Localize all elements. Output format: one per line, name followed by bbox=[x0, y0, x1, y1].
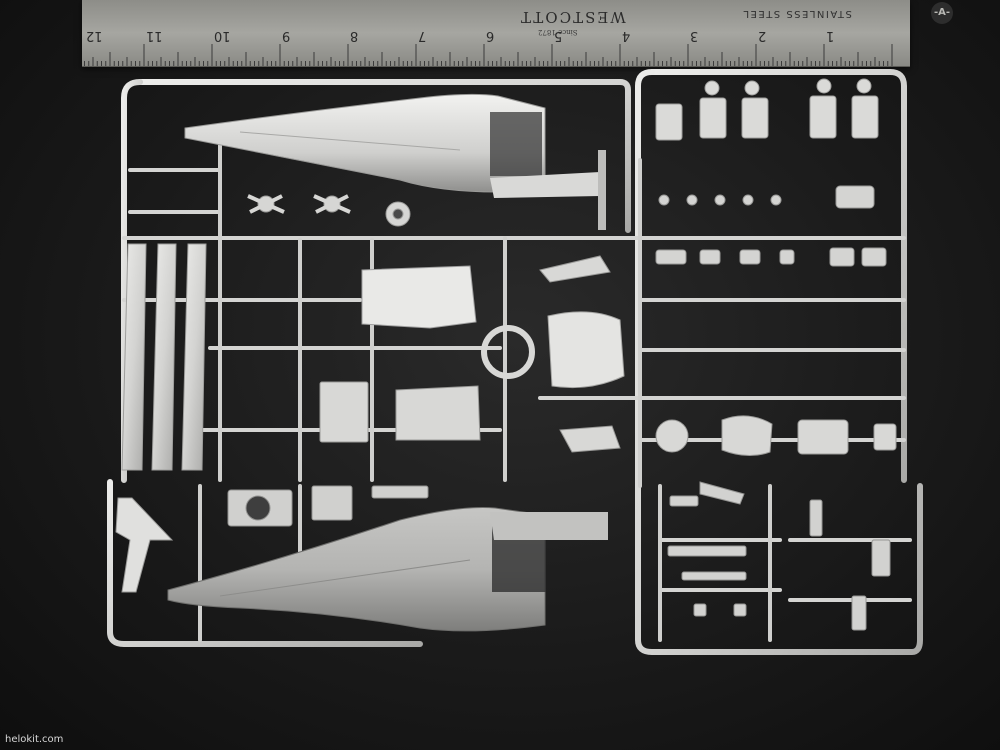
sprue-ring bbox=[481, 325, 535, 379]
rotor-hub-parts bbox=[247, 194, 411, 227]
small-parts-middle-row bbox=[655, 185, 887, 267]
tail-fin-part bbox=[115, 497, 174, 593]
lower-fuselage-part bbox=[167, 507, 608, 632]
upper-fuselage-part bbox=[184, 93, 606, 230]
watermark: helokit.com bbox=[5, 734, 64, 745]
ruler-ticks bbox=[84, 44, 893, 66]
ruler-logo-icon: -A- bbox=[931, 2, 953, 24]
sprue-vertical-runners bbox=[198, 138, 772, 642]
sprue-frame-left bbox=[107, 79, 631, 647]
small-parts-lower-row bbox=[319, 255, 897, 456]
ruler: WESTCOTT Since 1872 STAINLESS STEEL -A- … bbox=[82, 0, 953, 67]
canopy-part bbox=[361, 265, 625, 389]
sprue-frame-right bbox=[635, 69, 923, 655]
small-parts-top-row bbox=[655, 78, 879, 141]
small-parts-bottom-left bbox=[227, 485, 429, 527]
rotor-blade-parts bbox=[121, 243, 207, 471]
small-parts-bottom-right bbox=[667, 481, 891, 631]
sprue-runners bbox=[122, 168, 912, 602]
